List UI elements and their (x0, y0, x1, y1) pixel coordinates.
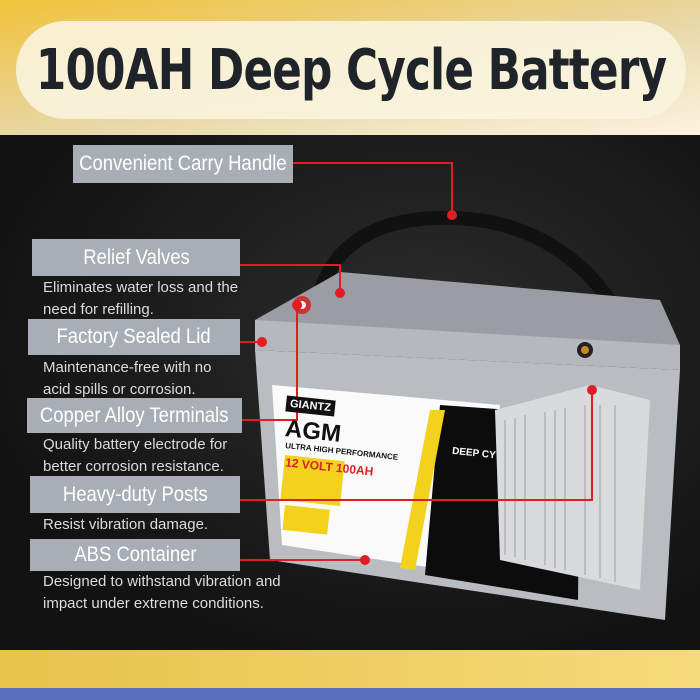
feature-label-text: Factory Sealed Lid (56, 325, 212, 348)
feature-desc-abs-container: Designed to withstand vibration and impa… (43, 573, 281, 612)
feature-label-terminals: Copper Alloy Terminals (27, 398, 242, 433)
negative-terminal (577, 342, 593, 358)
feature-label-sealed-lid: Factory Sealed Lid (28, 319, 240, 355)
feature-label-text: Convenient Carry Handle (79, 152, 287, 175)
cutaway-cells (495, 385, 650, 590)
feature-label-text: Relief Valves (82, 245, 190, 269)
page-title: 100AH Deep Cycle Battery (35, 37, 667, 103)
callout-dots (257, 210, 597, 565)
feature-label-text: ABS Container (73, 543, 197, 566)
feature-label-posts: Heavy-duty Posts (30, 476, 240, 513)
feature-label-text: Heavy-duty Posts (62, 482, 208, 506)
label-info-box (282, 505, 330, 535)
label-info-box (280, 455, 345, 507)
header-banner: 100AH Deep Cycle Battery (0, 0, 700, 135)
feature-desc-relief-valves: Eliminates water loss and the need for r… (43, 279, 239, 318)
feature-label-abs-container: ABS Container (30, 539, 240, 571)
feature-label-text: Copper Alloy Terminals (40, 403, 229, 427)
cell-plates (504, 405, 616, 582)
callout-lines (240, 162, 593, 561)
label-yellow-stripe (400, 410, 445, 570)
title-pill: 100AH Deep Cycle Battery (16, 21, 686, 119)
battery-lid-edge (255, 320, 680, 370)
footer-stripe (0, 688, 700, 700)
feature-desc-sealed-lid: Maintenance-free with no acid spills or … (43, 359, 212, 398)
feature-label-relief-valves: Relief Valves (32, 239, 240, 276)
feature-label-carry-handle: Convenient Carry Handle (73, 145, 293, 183)
feature-desc-terminals: Quality battery electrode for better cor… (43, 436, 228, 475)
feature-desc-posts: Resist vibration damage. (43, 516, 209, 533)
